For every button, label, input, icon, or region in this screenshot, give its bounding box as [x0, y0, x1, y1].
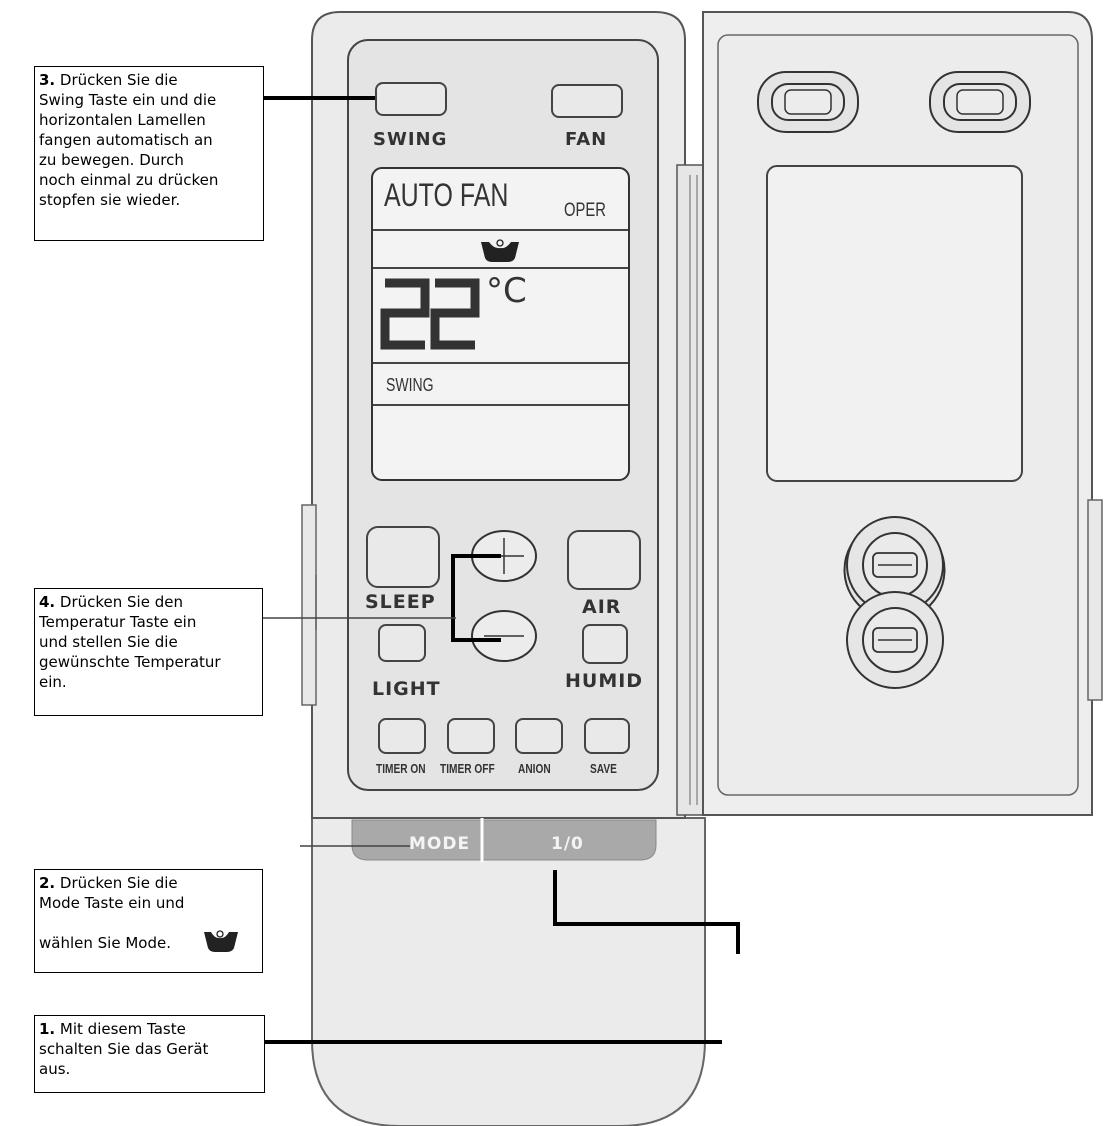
light-button[interactable]	[378, 624, 426, 662]
save-label: SAVE	[590, 761, 617, 776]
lid-knob-icon	[843, 516, 946, 689]
callout-number: 2.	[39, 874, 56, 892]
display-swing-text: SWING	[386, 375, 434, 395]
power-label: 1/0	[551, 834, 584, 854]
callout-temperature: 4. Drücken Sie den Temperatur Taste ein …	[34, 588, 263, 716]
anion-label: ANION	[518, 761, 551, 776]
display-temperature-unit: °C	[486, 271, 527, 311]
save-button[interactable]	[584, 718, 630, 754]
temp-up-button[interactable]	[472, 531, 536, 581]
humid-button[interactable]	[582, 624, 628, 664]
callout-number: 1.	[39, 1020, 56, 1038]
swing-label: SWING	[373, 129, 448, 150]
fan-label: FAN	[565, 129, 608, 150]
anion-button[interactable]	[515, 718, 563, 754]
display-temperature-value: 22	[386, 282, 449, 342]
humid-label: HUMID	[565, 670, 644, 692]
callout-swing: 3. Drücken Sie die Swing Taste ein und d…	[34, 66, 264, 241]
callout-text: Mit diesem Taste schalten Sie das Gerät …	[39, 1020, 209, 1078]
sleep-button[interactable]	[366, 526, 440, 588]
mode-dry-icon	[204, 930, 238, 952]
display-mode-text: AUTO FAN	[384, 177, 509, 213]
sleep-label: SLEEP	[365, 591, 436, 613]
callout-text: Drücken Sie die Mode Taste ein und wähle…	[39, 874, 185, 952]
callout-leaders	[244, 96, 740, 1044]
lid-clip-right-icon	[929, 71, 1031, 133]
air-button[interactable]	[567, 530, 641, 590]
mode-dry-icon	[481, 239, 519, 262]
display-oper-text: OPER	[564, 200, 607, 221]
temperature-digits	[380, 278, 480, 350]
callout-text: Drücken Sie den Temperatur Taste ein und…	[39, 593, 221, 691]
timer-on-button[interactable]	[378, 718, 426, 754]
callout-text: Drücken Sie die Swing Taste ein und die …	[39, 71, 219, 209]
swing-button[interactable]	[375, 82, 447, 116]
callout-mode: 2. Drücken Sie die Mode Taste ein und wä…	[34, 869, 263, 973]
mode-label: MODE	[409, 834, 471, 854]
temp-down-button[interactable]	[472, 611, 536, 661]
light-label: LIGHT	[372, 678, 441, 700]
fan-button[interactable]	[551, 84, 623, 118]
air-label: AIR	[582, 596, 622, 618]
timer-on-label: TIMER ON	[376, 761, 426, 776]
timer-off-label: TIMER OFF	[440, 761, 495, 776]
lid-clip-left-icon	[757, 71, 859, 133]
timer-off-button[interactable]	[447, 718, 495, 754]
callout-power: 1. Mit diesem Taste schalten Sie das Ger…	[34, 1015, 265, 1093]
callout-number: 4.	[39, 593, 56, 611]
callout-number: 3.	[39, 71, 56, 89]
